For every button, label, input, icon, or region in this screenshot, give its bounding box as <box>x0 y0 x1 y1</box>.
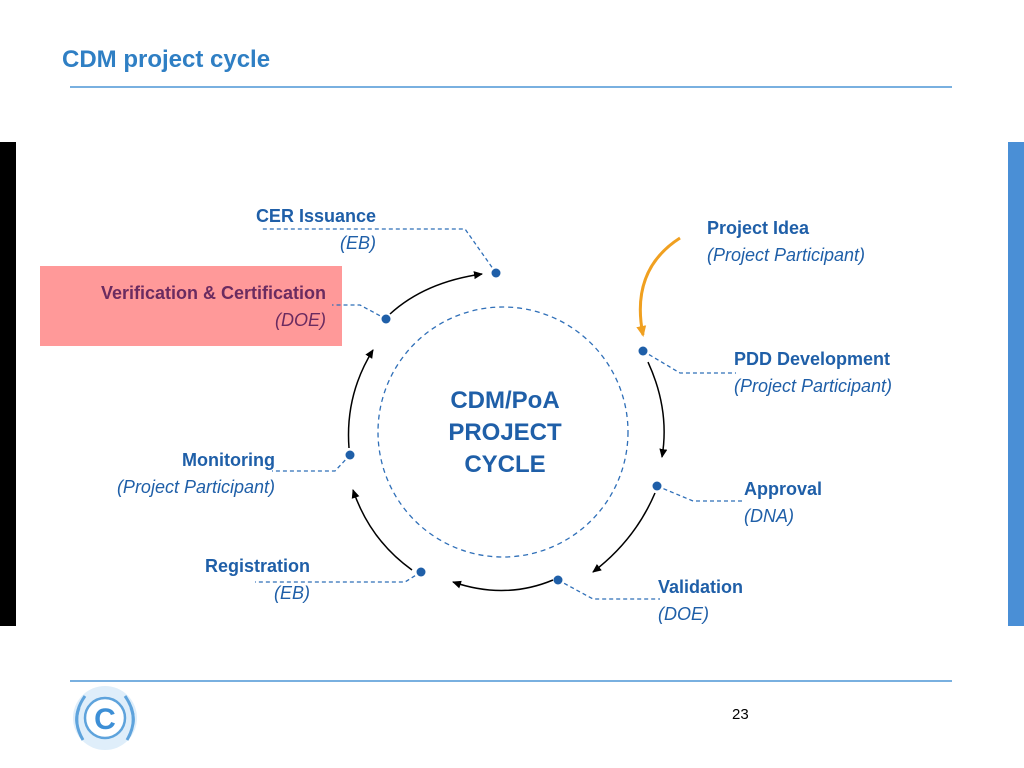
step-actor: (Project Participant) <box>116 477 275 497</box>
arrow-monitoring-to-verification <box>347 349 374 449</box>
step-monitoring: Monitoring (Project Participant) <box>60 447 275 501</box>
step-registration: Registration (EB) <box>110 553 310 607</box>
leader-validation <box>557 579 660 600</box>
top-divider <box>70 86 952 88</box>
svg-text:C: C <box>94 703 116 736</box>
step-actor: (DOE) <box>275 310 326 330</box>
step-name: Validation <box>658 577 744 597</box>
node-verification <box>381 314 391 324</box>
page-number: 23 <box>732 706 749 723</box>
center-line-1: CDM/PoA <box>450 387 560 414</box>
step-cer-issuance: CER Issuance (EB) <box>176 203 376 257</box>
step-actor: (DNA) <box>744 506 794 526</box>
entry-arrow <box>636 236 681 337</box>
arrow-pdd-to-approval <box>647 361 668 458</box>
step-project-idea: Project Idea (Project Participant) <box>707 215 865 269</box>
leader-cer <box>262 228 497 274</box>
verification-highlight-box <box>40 266 342 346</box>
step-actor: (EB) <box>274 583 310 603</box>
step-verification-certification: Verification & Certification (DOE) <box>40 280 326 334</box>
center-line-3: CYCLE <box>464 451 546 478</box>
step-actor: (EB) <box>340 233 376 253</box>
arrow-validation-to-registration <box>452 579 554 592</box>
node-registration <box>416 567 426 577</box>
cycle-center-label: CDM/PoA PROJECT CYCLE <box>405 385 605 481</box>
bottom-divider <box>70 680 952 682</box>
step-actor: (DOE) <box>658 604 709 624</box>
step-validation: Validation (DOE) <box>658 574 743 628</box>
inner-dashed-circle <box>377 306 629 558</box>
slide-title: CDM project cycle <box>62 46 271 73</box>
arrow-approval-to-validation <box>592 492 656 573</box>
node-cer <box>491 268 501 278</box>
node-pdd <box>638 346 648 356</box>
leader-pdd <box>642 350 736 374</box>
step-name: PDD Development <box>734 349 891 369</box>
right-accent-bar <box>1008 142 1024 626</box>
leader-verification <box>332 304 387 320</box>
step-pdd-development: PDD Development (Project Participant) <box>734 346 892 400</box>
step-approval: Approval (DNA) <box>744 476 822 530</box>
step-name: Verification & Certification <box>100 283 326 303</box>
step-name: Approval <box>744 479 823 499</box>
leader-approval <box>656 485 742 502</box>
step-name: Registration <box>204 556 310 576</box>
step-actor: (Project Participant) <box>734 376 893 396</box>
step-actor: (Project Participant) <box>707 245 866 265</box>
center-line-2: PROJECT <box>448 419 562 446</box>
step-name: Monitoring <box>182 450 275 470</box>
left-accent-bar <box>0 142 16 626</box>
arrow-registration-to-monitoring <box>351 489 413 571</box>
node-approval <box>652 481 662 491</box>
step-name: CER Issuance <box>255 206 376 226</box>
step-name: Project Idea <box>707 218 810 238</box>
arrow-verification-to-cer <box>389 271 483 315</box>
leader-monitoring <box>272 454 351 472</box>
node-validation <box>553 575 563 585</box>
node-monitoring <box>345 450 355 460</box>
unfccc-logo: C <box>73 686 137 750</box>
